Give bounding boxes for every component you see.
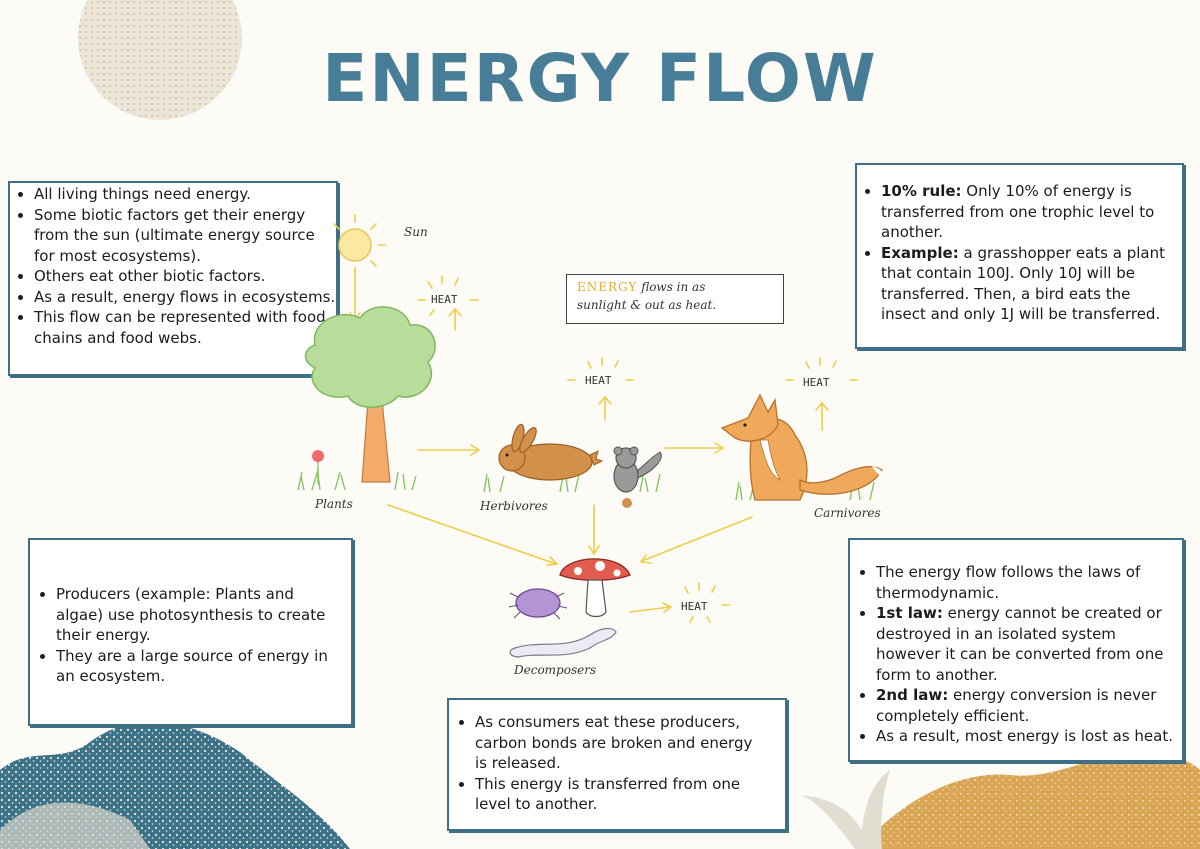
example-text: a grasshopper eats a plant that contain … (881, 243, 1165, 324)
list-item: Producers (example: Plants and algae) us… (56, 584, 341, 646)
arrow-plants-to-herbivores (417, 444, 481, 456)
example-term: Example: (881, 243, 959, 262)
arrow-carnivores-to-decomposers (639, 516, 753, 564)
list-item: All living things need energy. (34, 184, 336, 205)
list-item: 1st law: energy cannot be created or des… (876, 603, 1178, 685)
arrow-plants-to-decomposers (387, 504, 559, 566)
orange-hill-decor (860, 751, 1200, 849)
arrow-decomposers-to-heat (629, 602, 673, 613)
list-item: This energy is transferred from one leve… (475, 774, 763, 815)
grass-decor (297, 469, 875, 501)
leaf-decor (800, 770, 890, 849)
label-heat-decomposers: HEAT (681, 600, 708, 613)
label-decomposers: Decomposers (514, 663, 597, 677)
note-line1: flows in as (641, 280, 706, 294)
label-herbivores: Herbivores (480, 499, 548, 513)
heat-glow-carnivores (785, 357, 858, 431)
arrow-herbivores-to-carnivores (664, 442, 725, 454)
page-title: ENERGY FLOW (322, 40, 878, 117)
info-list: 10% rule: Only 10% of energy is transfer… (857, 181, 1182, 325)
info-list: As consumers eat these producers, carbon… (449, 712, 785, 815)
list-item: 2nd law: energy conversion is never comp… (876, 685, 1178, 726)
heat-glow-herbivores (567, 357, 634, 421)
info-box-thermodynamics: The energy flow follows the laws of ther… (848, 538, 1184, 762)
info-list: Producers (example: Plants and algae) us… (30, 584, 351, 687)
sun-icon (333, 214, 386, 276)
label-sun: Sun (404, 225, 428, 239)
worm-icon (509, 627, 617, 658)
info-list: All living things need energy. Some biot… (10, 184, 336, 348)
label-heat-plants: HEAT (431, 293, 458, 306)
law-text: energy conversion is never completely ef… (876, 686, 1157, 725)
list-item: As consumers eat these producers, carbon… (475, 712, 763, 774)
info-box-consumers: As consumers eat these producers, carbon… (447, 698, 787, 831)
note-line2: sunlight & out as heat. (577, 298, 717, 312)
law-term: 1st law: (876, 604, 943, 622)
beetle-icon (508, 588, 568, 620)
law-term: 2nd law: (876, 686, 949, 704)
heat-glow-decomposers (684, 582, 730, 623)
rule-text: Only 10% of energy is transferred from o… (881, 182, 1155, 241)
label-heat-herbivores: HEAT (585, 374, 612, 387)
law-text: energy cannot be created or destroyed in… (876, 604, 1164, 684)
info-box-ten-percent-rule: 10% rule: Only 10% of energy is transfer… (855, 163, 1184, 349)
law-text: As a result, most energy is lost as heat… (876, 727, 1173, 745)
list-item: As a result, energy flows in ecosystems. (34, 287, 336, 308)
list-item: Some biotic factors get their energy fro… (34, 205, 336, 267)
tree-icon (304, 306, 436, 484)
mushroom-icon (559, 558, 631, 618)
info-box-producers: Producers (example: Plants and algae) us… (28, 538, 353, 726)
mouse-icon (613, 446, 662, 508)
arrow-sun-to-plants (349, 267, 361, 323)
list-item: Others eat other biotic factors. (34, 266, 336, 287)
rabbit-icon (498, 423, 604, 481)
fox-icon (720, 393, 883, 501)
list-item: The energy flow follows the laws of ther… (876, 562, 1178, 603)
info-list: The energy flow follows the laws of ther… (850, 562, 1182, 747)
list-item: This flow can be represented with food c… (34, 307, 336, 348)
heat-glow-plants (417, 275, 479, 331)
grey-hill-decor (0, 802, 150, 849)
label-plants: Plants (315, 497, 353, 511)
list-item: Example: a grasshopper eats a plant that… (881, 243, 1176, 325)
list-item: As a result, most energy is lost as heat… (876, 726, 1178, 747)
arrow-herbivores-to-decomposers (588, 504, 600, 556)
list-item: 10% rule: Only 10% of energy is transfer… (881, 181, 1176, 243)
corner-sun-decor (78, 0, 242, 120)
energy-highlight: ENERGY (577, 280, 638, 294)
list-item: They are a large source of energy in an … (56, 646, 341, 687)
law-text: The energy flow follows the laws of ther… (876, 563, 1141, 602)
label-carnivores: Carnivores (814, 506, 881, 520)
info-box-living-things: All living things need energy. Some biot… (8, 181, 338, 376)
rule-term: 10% rule: (881, 182, 962, 200)
label-heat-carnivores: HEAT (803, 376, 830, 389)
energy-note: ENERGY flows in as sunlight & out as hea… (566, 274, 784, 324)
